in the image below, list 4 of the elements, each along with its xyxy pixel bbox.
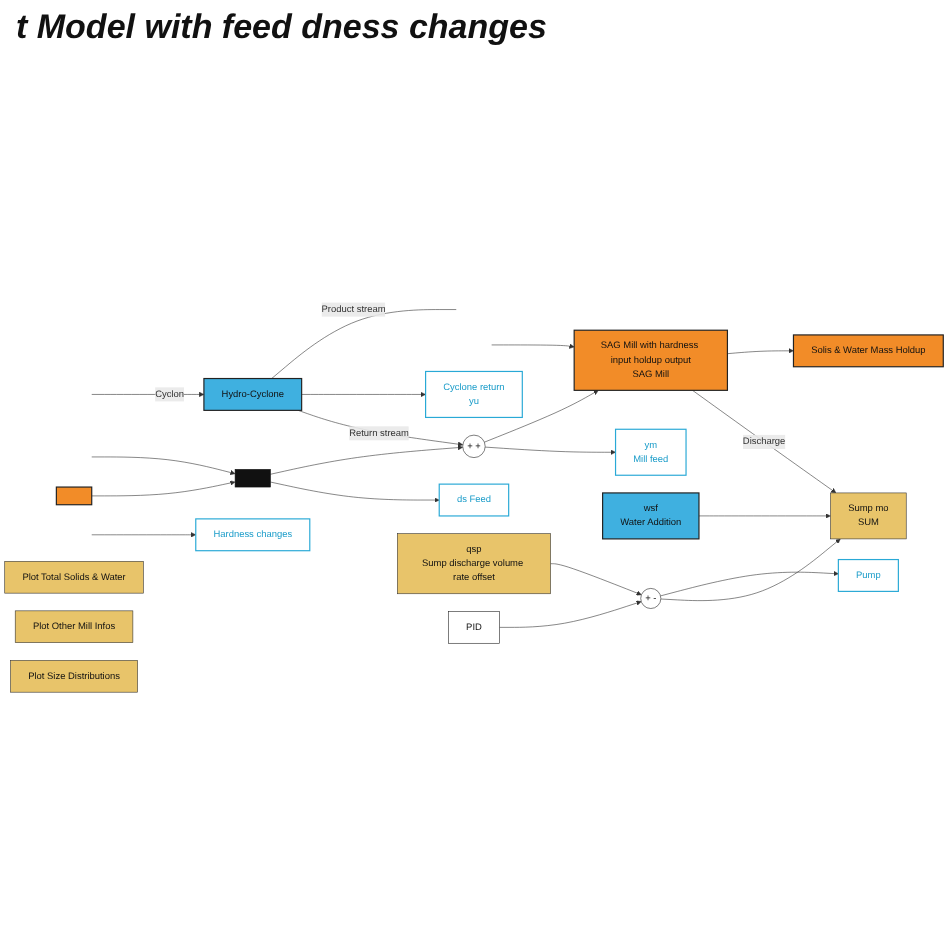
node-bar bbox=[234, 468, 271, 487]
node-box bbox=[55, 486, 93, 505]
diagram-title: t Model with feed dness changes bbox=[14, 6, 549, 50]
connector bbox=[271, 308, 457, 379]
